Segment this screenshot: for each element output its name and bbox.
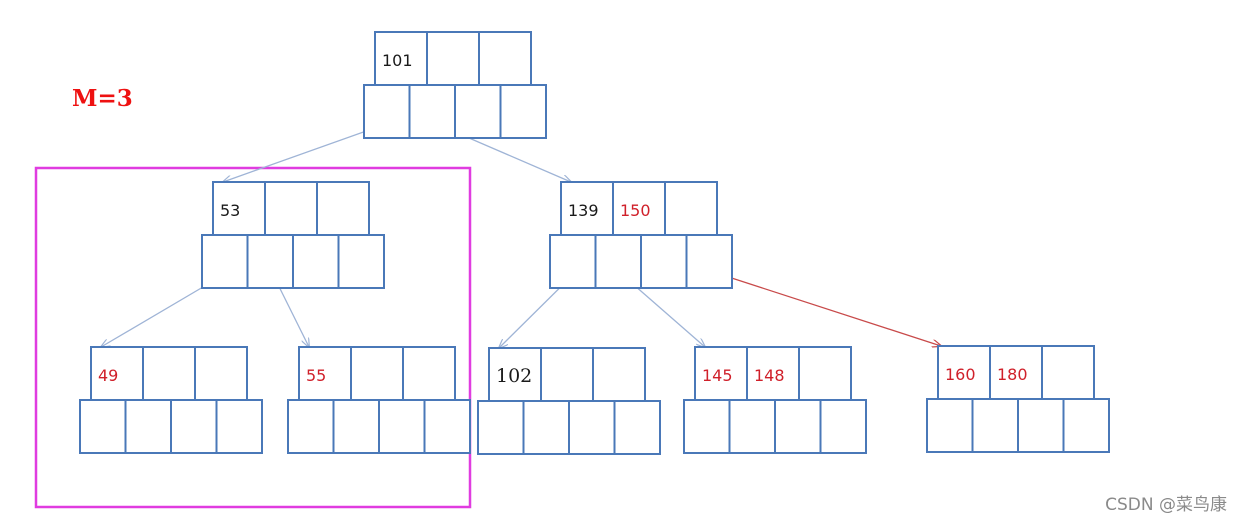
btree-node-n160: 160 180 bbox=[926, 345, 1110, 453]
key-cell bbox=[798, 346, 852, 401]
pointer-cell bbox=[640, 234, 688, 289]
key-cell bbox=[664, 181, 718, 236]
pointer-cell bbox=[819, 399, 867, 454]
key-label: 160 bbox=[945, 365, 976, 384]
pointer-cell bbox=[79, 399, 127, 454]
pointer-cell bbox=[292, 234, 340, 289]
pointer-cell bbox=[1062, 398, 1110, 453]
key-label: 139 bbox=[568, 201, 599, 220]
key-label: 102 bbox=[496, 365, 532, 387]
key-cell bbox=[1041, 345, 1095, 400]
key-cell bbox=[478, 31, 532, 86]
key-cell bbox=[264, 181, 318, 236]
key-cell bbox=[540, 347, 594, 402]
btree-node-n55: 55 bbox=[287, 346, 471, 454]
pointer-cell bbox=[170, 399, 218, 454]
key-cell bbox=[316, 181, 370, 236]
key-cell bbox=[142, 346, 196, 401]
subtree-highlight-box bbox=[34, 166, 472, 509]
key-label: 49 bbox=[98, 366, 118, 385]
edge-root-n53 bbox=[223, 122, 389, 182]
pointer-cell bbox=[246, 234, 294, 289]
key-cell bbox=[746, 346, 800, 401]
pointer-cell bbox=[454, 84, 502, 139]
pointer-cell bbox=[332, 399, 380, 454]
pointer-cell bbox=[522, 400, 570, 455]
btree-node-n102: 102 bbox=[477, 347, 661, 455]
key-cell bbox=[212, 181, 266, 236]
key-cell bbox=[194, 346, 248, 401]
key-label: 53 bbox=[220, 201, 240, 220]
btree-node-n145: 145 148 bbox=[683, 346, 867, 454]
pointer-cell bbox=[549, 234, 597, 289]
key-cell bbox=[426, 31, 480, 86]
pointer-cell bbox=[499, 84, 547, 139]
key-label: 145 bbox=[702, 366, 733, 385]
btree-node-n49: 49 bbox=[79, 346, 263, 454]
pointer-cell bbox=[683, 399, 731, 454]
key-cell bbox=[402, 346, 456, 401]
key-cell bbox=[937, 345, 991, 400]
btree-node-n139: 139 150 bbox=[549, 181, 733, 289]
pointer-cell bbox=[594, 234, 642, 289]
key-cell bbox=[592, 347, 646, 402]
pointer-cell bbox=[124, 399, 172, 454]
pointer-cell bbox=[1017, 398, 1065, 453]
pointer-cell bbox=[215, 399, 263, 454]
pointer-cell bbox=[613, 400, 661, 455]
btree-node-n53: 53 bbox=[201, 181, 385, 289]
pointer-cell bbox=[685, 234, 733, 289]
pointer-cell bbox=[201, 234, 249, 289]
key-label: 101 bbox=[382, 51, 413, 70]
order-label: M=3 bbox=[72, 85, 133, 112]
pointer-cell bbox=[971, 398, 1019, 453]
key-cell bbox=[989, 345, 1043, 400]
pointer-cell bbox=[337, 234, 385, 289]
pointer-cell bbox=[568, 400, 616, 455]
pointer-cell bbox=[926, 398, 974, 453]
pointer-cell bbox=[378, 399, 426, 454]
pointer-cell bbox=[477, 400, 525, 455]
watermark: CSDN @菜鸟康 bbox=[1105, 495, 1227, 515]
pointer-cell bbox=[287, 399, 335, 454]
pointer-cell bbox=[408, 84, 456, 139]
nodes-layer: 101 53 139 150 49 55 102 145 148 160 180 bbox=[79, 31, 1110, 455]
key-label: 55 bbox=[306, 366, 326, 385]
key-label: 150 bbox=[620, 201, 651, 220]
key-cell bbox=[350, 346, 404, 401]
key-cell bbox=[90, 346, 144, 401]
pointer-cell bbox=[774, 399, 822, 454]
pointer-cell bbox=[363, 84, 411, 139]
pointer-cell bbox=[423, 399, 471, 454]
btree-node-root: 101 bbox=[363, 31, 547, 139]
key-label: 148 bbox=[754, 366, 785, 385]
key-label: 180 bbox=[997, 365, 1028, 384]
pointer-cell bbox=[728, 399, 776, 454]
